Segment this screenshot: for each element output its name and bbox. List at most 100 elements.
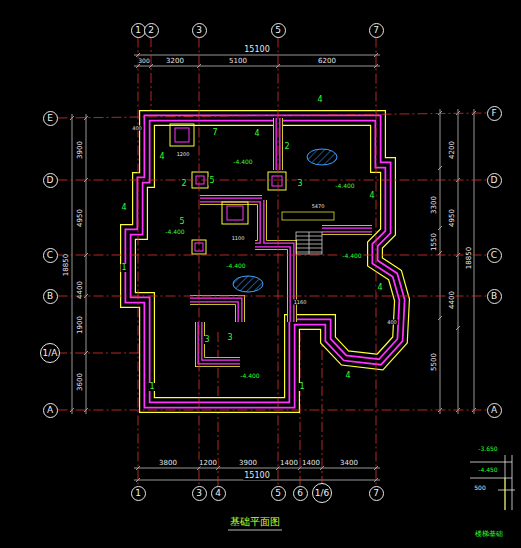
dimension-text: 5500 bbox=[431, 352, 438, 372]
axis-label: D bbox=[491, 176, 498, 185]
dimension-text: 1400 bbox=[301, 460, 321, 467]
dimension-text: 3600 bbox=[77, 372, 84, 392]
plan-annotation: 1 bbox=[120, 264, 127, 272]
axis-label: 3 bbox=[196, 489, 202, 498]
plan-annotation: 4 bbox=[253, 130, 260, 138]
caption-underline bbox=[228, 530, 282, 531]
stair-footing-detail bbox=[470, 455, 515, 510]
axis-bubble: 3 bbox=[192, 486, 207, 501]
axis-label: 5 bbox=[275, 26, 281, 35]
axis-bubble: C bbox=[43, 248, 58, 263]
plan-annotation: -3.650 bbox=[477, 446, 498, 452]
pit-hatch bbox=[233, 149, 337, 292]
stair bbox=[282, 212, 334, 254]
axis-label: 7 bbox=[373, 489, 379, 498]
plan-annotation: -4.400 bbox=[164, 229, 185, 235]
plan-annotation: 楼梯基础 bbox=[474, 531, 504, 538]
axis-bubble: B bbox=[487, 289, 502, 304]
axis-line bbox=[376, 38, 377, 486]
dimension-text: 6200 bbox=[317, 58, 337, 65]
axis-label: 6 bbox=[297, 489, 303, 498]
axis-label: 1/6 bbox=[315, 489, 329, 498]
dimension-text: 3400 bbox=[339, 460, 359, 467]
axis-bubble: 1/6 bbox=[312, 483, 332, 503]
plan-annotation: 4 bbox=[158, 153, 165, 161]
dimension-text: 3900 bbox=[238, 460, 258, 467]
dimension-text: 15100 bbox=[243, 472, 270, 480]
plan-annotation: 400 bbox=[386, 320, 398, 325]
dimension-text: 3900 bbox=[77, 140, 84, 160]
axis-bubble: E bbox=[43, 111, 58, 126]
dimension-text: 18850 bbox=[466, 246, 473, 270]
axis-line bbox=[58, 180, 487, 181]
plan-annotation: 4 bbox=[316, 96, 323, 104]
inner-wall-footing bbox=[190, 118, 372, 362]
axis-bubble: D bbox=[487, 173, 502, 188]
axis-label: 3 bbox=[196, 26, 202, 35]
axis-line bbox=[58, 255, 487, 256]
plan-annotation: 4 bbox=[376, 284, 383, 292]
plan-annotation: 1 bbox=[148, 383, 155, 391]
axis-line bbox=[278, 38, 279, 486]
dimension-text: 5100 bbox=[228, 58, 248, 65]
plan-annotation: 3 bbox=[203, 336, 210, 344]
dimension-text: 4200 bbox=[449, 140, 456, 160]
plan-annotation: 4 bbox=[120, 204, 127, 212]
axis-bubble: 1 bbox=[131, 486, 146, 501]
plan-annotation: 1 bbox=[298, 383, 305, 391]
axis-label: 7 bbox=[373, 26, 379, 35]
axis-bubble: 4 bbox=[211, 486, 226, 501]
axis-label: 1 bbox=[135, 489, 141, 498]
axis-bubble: D bbox=[43, 173, 58, 188]
axis-bubble: 5 bbox=[271, 486, 286, 501]
axis-label: 4 bbox=[215, 489, 221, 498]
column-footings bbox=[170, 124, 286, 254]
axis-bubble: B bbox=[43, 289, 58, 304]
plan-annotation: 4 bbox=[368, 192, 375, 200]
axis-bubble: 5 bbox=[271, 23, 286, 38]
axis-label: 1 bbox=[135, 26, 141, 35]
dimension-text: 15100 bbox=[243, 46, 270, 54]
plan-annotation: -4.400 bbox=[239, 373, 260, 379]
axis-bubble: 7 bbox=[369, 23, 384, 38]
plan-annotation: -4.400 bbox=[334, 183, 355, 189]
dimension-text: 1550 bbox=[431, 232, 438, 252]
plan-annotation: 7 bbox=[211, 129, 218, 137]
axis-line bbox=[58, 410, 487, 411]
dimension-text: 3800 bbox=[158, 460, 178, 467]
axis-line bbox=[138, 38, 139, 486]
axis-label: C bbox=[47, 251, 53, 260]
axis-line bbox=[199, 38, 200, 486]
axis-label: C bbox=[491, 251, 497, 260]
plan-annotation: 3 bbox=[226, 334, 233, 342]
dimension-text: 4400 bbox=[449, 290, 456, 310]
plan-annotation: 400 bbox=[131, 126, 143, 131]
axis-line bbox=[58, 296, 487, 297]
dimension-text: 300 bbox=[137, 58, 150, 64]
dimension-text: 1900 bbox=[77, 315, 84, 335]
plan-annotation: 1100 bbox=[231, 236, 246, 241]
plan-annotation: 5470 bbox=[311, 204, 326, 209]
dimension-text: 4950 bbox=[449, 208, 456, 228]
dimension-text: 4400 bbox=[77, 280, 84, 300]
axis-bubble: 7 bbox=[369, 486, 384, 501]
plan-annotation: 1160 bbox=[293, 300, 308, 305]
drawing-caption: 基础平面图 bbox=[229, 517, 281, 527]
axis-line bbox=[58, 113, 487, 118]
plan-annotation: 1200 bbox=[176, 152, 191, 157]
dimension-text: 3200 bbox=[165, 58, 185, 65]
dimension-text: 4950 bbox=[77, 208, 84, 228]
axis-bubble: C bbox=[487, 248, 502, 263]
axis-label: 1/A bbox=[43, 349, 58, 358]
axis-bubble: 2 bbox=[144, 23, 159, 38]
axis-bubble: 6 bbox=[293, 486, 308, 501]
plan-annotation: -4.400 bbox=[232, 159, 253, 165]
plan-annotation: 3 bbox=[296, 180, 303, 188]
axis-label: B bbox=[47, 292, 53, 301]
plan-annotation: 2 bbox=[283, 143, 290, 151]
plan-annotation: -4.400 bbox=[225, 263, 246, 269]
plan-annotation: -4.450 bbox=[477, 467, 498, 473]
plan-annotation: 4 bbox=[344, 372, 351, 380]
dimension-text: 1400 bbox=[279, 460, 299, 467]
